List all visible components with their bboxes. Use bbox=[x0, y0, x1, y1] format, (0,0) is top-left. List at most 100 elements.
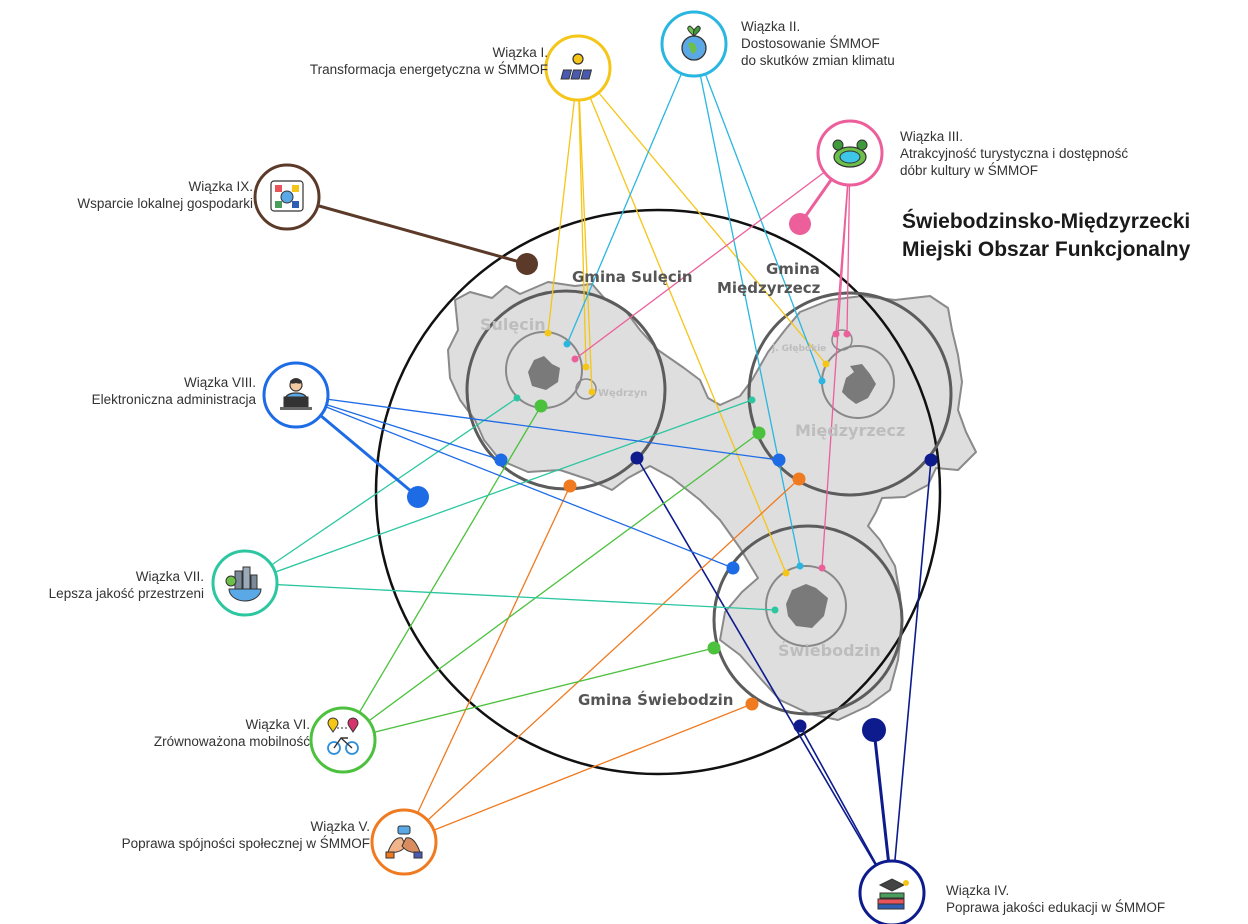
gmina-miedzyrzecz-circle bbox=[747, 291, 953, 497]
label-town-sulecin: Sulęcin bbox=[480, 315, 546, 334]
town-miedzyrzecz-shape bbox=[842, 364, 876, 404]
link-dot-ii bbox=[818, 377, 826, 385]
bundle-node-iii[interactable] bbox=[816, 119, 884, 187]
link-line-ii bbox=[566, 43, 695, 345]
link-line-vi bbox=[342, 647, 715, 741]
link-dot-i bbox=[544, 329, 552, 337]
link-line-i bbox=[577, 67, 593, 393]
bundle-desc-II-2: do skutków zmian klimatu bbox=[741, 53, 895, 68]
solar-panel-icon bbox=[560, 53, 593, 80]
link-dot-i bbox=[782, 569, 790, 577]
link-dot-v bbox=[792, 472, 806, 486]
mof-boundary-circle bbox=[374, 208, 942, 776]
main-link-dot-iv bbox=[862, 718, 886, 742]
bundle-title-V: Wiązka V. bbox=[310, 819, 370, 834]
bundle-desc-I: Transformacja energetyczna w ŚMMOF bbox=[309, 62, 548, 77]
label-wedrzyn: Wędrzyn bbox=[598, 388, 647, 399]
title-line-1: Świebodzinsko-Międzyrzecki bbox=[902, 210, 1191, 233]
diagram-title: Świebodzinsko-Międzyrzecki Miejski Obsza… bbox=[902, 208, 1190, 264]
link-line-vii bbox=[244, 582, 776, 611]
bundle-desc-II-1: Dostosowanie ŚMMOF bbox=[741, 36, 880, 51]
link-line-vi bbox=[342, 432, 760, 741]
link-dot-viii bbox=[726, 561, 740, 575]
link-dot-vi bbox=[534, 399, 548, 413]
bundle-label-VII: Wiązka VII. Lepsza jakość przestrzeni bbox=[49, 568, 204, 602]
bundle-node-v[interactable] bbox=[370, 808, 438, 876]
link-line-iii bbox=[574, 152, 851, 360]
link-dot-viii bbox=[772, 453, 786, 467]
bundle-node-i[interactable] bbox=[544, 34, 612, 102]
bundle-title-VI: Wiązka VI. bbox=[245, 717, 310, 732]
bundle-title-IX: Wiązka IX. bbox=[188, 179, 253, 194]
link-dot-vii bbox=[513, 394, 521, 402]
wedrzyn-circle bbox=[575, 378, 597, 400]
main-link-dot-ix bbox=[516, 253, 538, 275]
bundle-title-III: Wiązka III. bbox=[900, 129, 964, 144]
bundle-title-I: Wiązka I. bbox=[492, 45, 548, 60]
town-sulecin-shape bbox=[528, 356, 560, 390]
label-gmina-miedzyrzecz-1: Gmina bbox=[766, 260, 820, 278]
label-gmina-swiebodzin: Gmina Świebodzin bbox=[578, 690, 733, 709]
earth-plant-icon bbox=[681, 25, 707, 61]
label-j-glebokie: j. Głębokie bbox=[771, 344, 826, 354]
link-dot-iv bbox=[630, 451, 644, 465]
gmina-swiebodzin-circle bbox=[712, 524, 904, 716]
link-line-iii bbox=[821, 152, 851, 569]
link-line-v bbox=[403, 478, 800, 843]
computer-user-icon bbox=[280, 378, 312, 410]
bundle-desc-VIII: Elektroniczna administracja bbox=[91, 392, 256, 407]
bundle-node-ix[interactable] bbox=[253, 163, 321, 231]
lake-icon bbox=[832, 139, 868, 168]
main-link-dot-iii bbox=[789, 213, 811, 235]
bundle-desc-VII: Lepsza jakość przestrzeni bbox=[48, 586, 204, 601]
label-gmina-miedzyrzecz-2: Międzyrzecz bbox=[717, 279, 821, 297]
town-swiebodzin-shape bbox=[786, 584, 828, 628]
bundle-node-iv[interactable] bbox=[858, 859, 926, 924]
link-line-viii bbox=[295, 394, 502, 461]
link-line-ii bbox=[693, 43, 801, 567]
connection-dots bbox=[407, 213, 938, 742]
bundle-nodes bbox=[211, 10, 926, 924]
link-line-i bbox=[547, 67, 579, 334]
link-line-v bbox=[403, 703, 753, 843]
link-dot-i bbox=[582, 363, 590, 371]
link-dot-i bbox=[588, 388, 596, 396]
town-swiebodzin-circle bbox=[765, 565, 847, 647]
bundle-node-ii[interactable] bbox=[660, 10, 728, 78]
bundle-desc-IX: Wsparcie lokalnej gospodarki bbox=[77, 196, 253, 211]
bundle-desc-V: Poprawa spójności społecznej w ŚMMOF bbox=[121, 836, 370, 851]
bundle-title-IV: Wiązka IV. bbox=[946, 883, 1010, 898]
books-graduation-icon bbox=[877, 878, 909, 910]
main-link-line-ix bbox=[286, 195, 528, 266]
link-dot-vii bbox=[771, 606, 779, 614]
bundle-node-viii[interactable] bbox=[262, 361, 330, 429]
link-dot-iii bbox=[571, 355, 579, 363]
bicycle-route-icon bbox=[327, 717, 359, 755]
bundle-label-I: Wiązka I. Transformacja energetyczna w Ś… bbox=[310, 44, 548, 78]
bundle-node-vi[interactable] bbox=[309, 706, 377, 774]
link-line-viii bbox=[295, 394, 734, 569]
bundle-node-ring bbox=[544, 34, 612, 102]
link-dot-vi bbox=[707, 641, 721, 655]
link-line-v bbox=[403, 485, 571, 843]
link-dot-vii bbox=[748, 396, 756, 404]
handshake-icon bbox=[385, 825, 423, 859]
link-dot-iii bbox=[818, 564, 826, 572]
title-line-2: Miejski Obszar Funkcjonalny bbox=[902, 238, 1191, 261]
link-dot-vi bbox=[752, 426, 766, 440]
link-dot-iii bbox=[843, 330, 851, 338]
bundle-label-IX: Wiązka IX. Wsparcie lokalnej gospodarki bbox=[77, 178, 253, 212]
economy-cycle-icon bbox=[270, 180, 304, 212]
label-gmina-sulecin: Gmina Sulęcin bbox=[572, 268, 693, 286]
link-dot-ii bbox=[563, 340, 571, 348]
city-earth-icon bbox=[225, 566, 262, 602]
bundle-label-II: Wiązka II. Dostosowanie ŚMMOF do skutków… bbox=[741, 18, 895, 69]
link-dot-v bbox=[745, 697, 759, 711]
label-town-miedzyrzecz: Międzyrzecz bbox=[795, 421, 905, 440]
bundle-label-VI: Wiązka VI. Zrównoważona mobilność bbox=[154, 716, 310, 750]
bundle-node-vii[interactable] bbox=[211, 549, 279, 617]
bundle-label-IV: Wiązka IV. Poprawa jakości edukacji w ŚM… bbox=[946, 882, 1165, 916]
link-dot-i bbox=[822, 360, 830, 368]
bundle-desc-III-2: dóbr kultury w ŚMMOF bbox=[900, 163, 1039, 178]
